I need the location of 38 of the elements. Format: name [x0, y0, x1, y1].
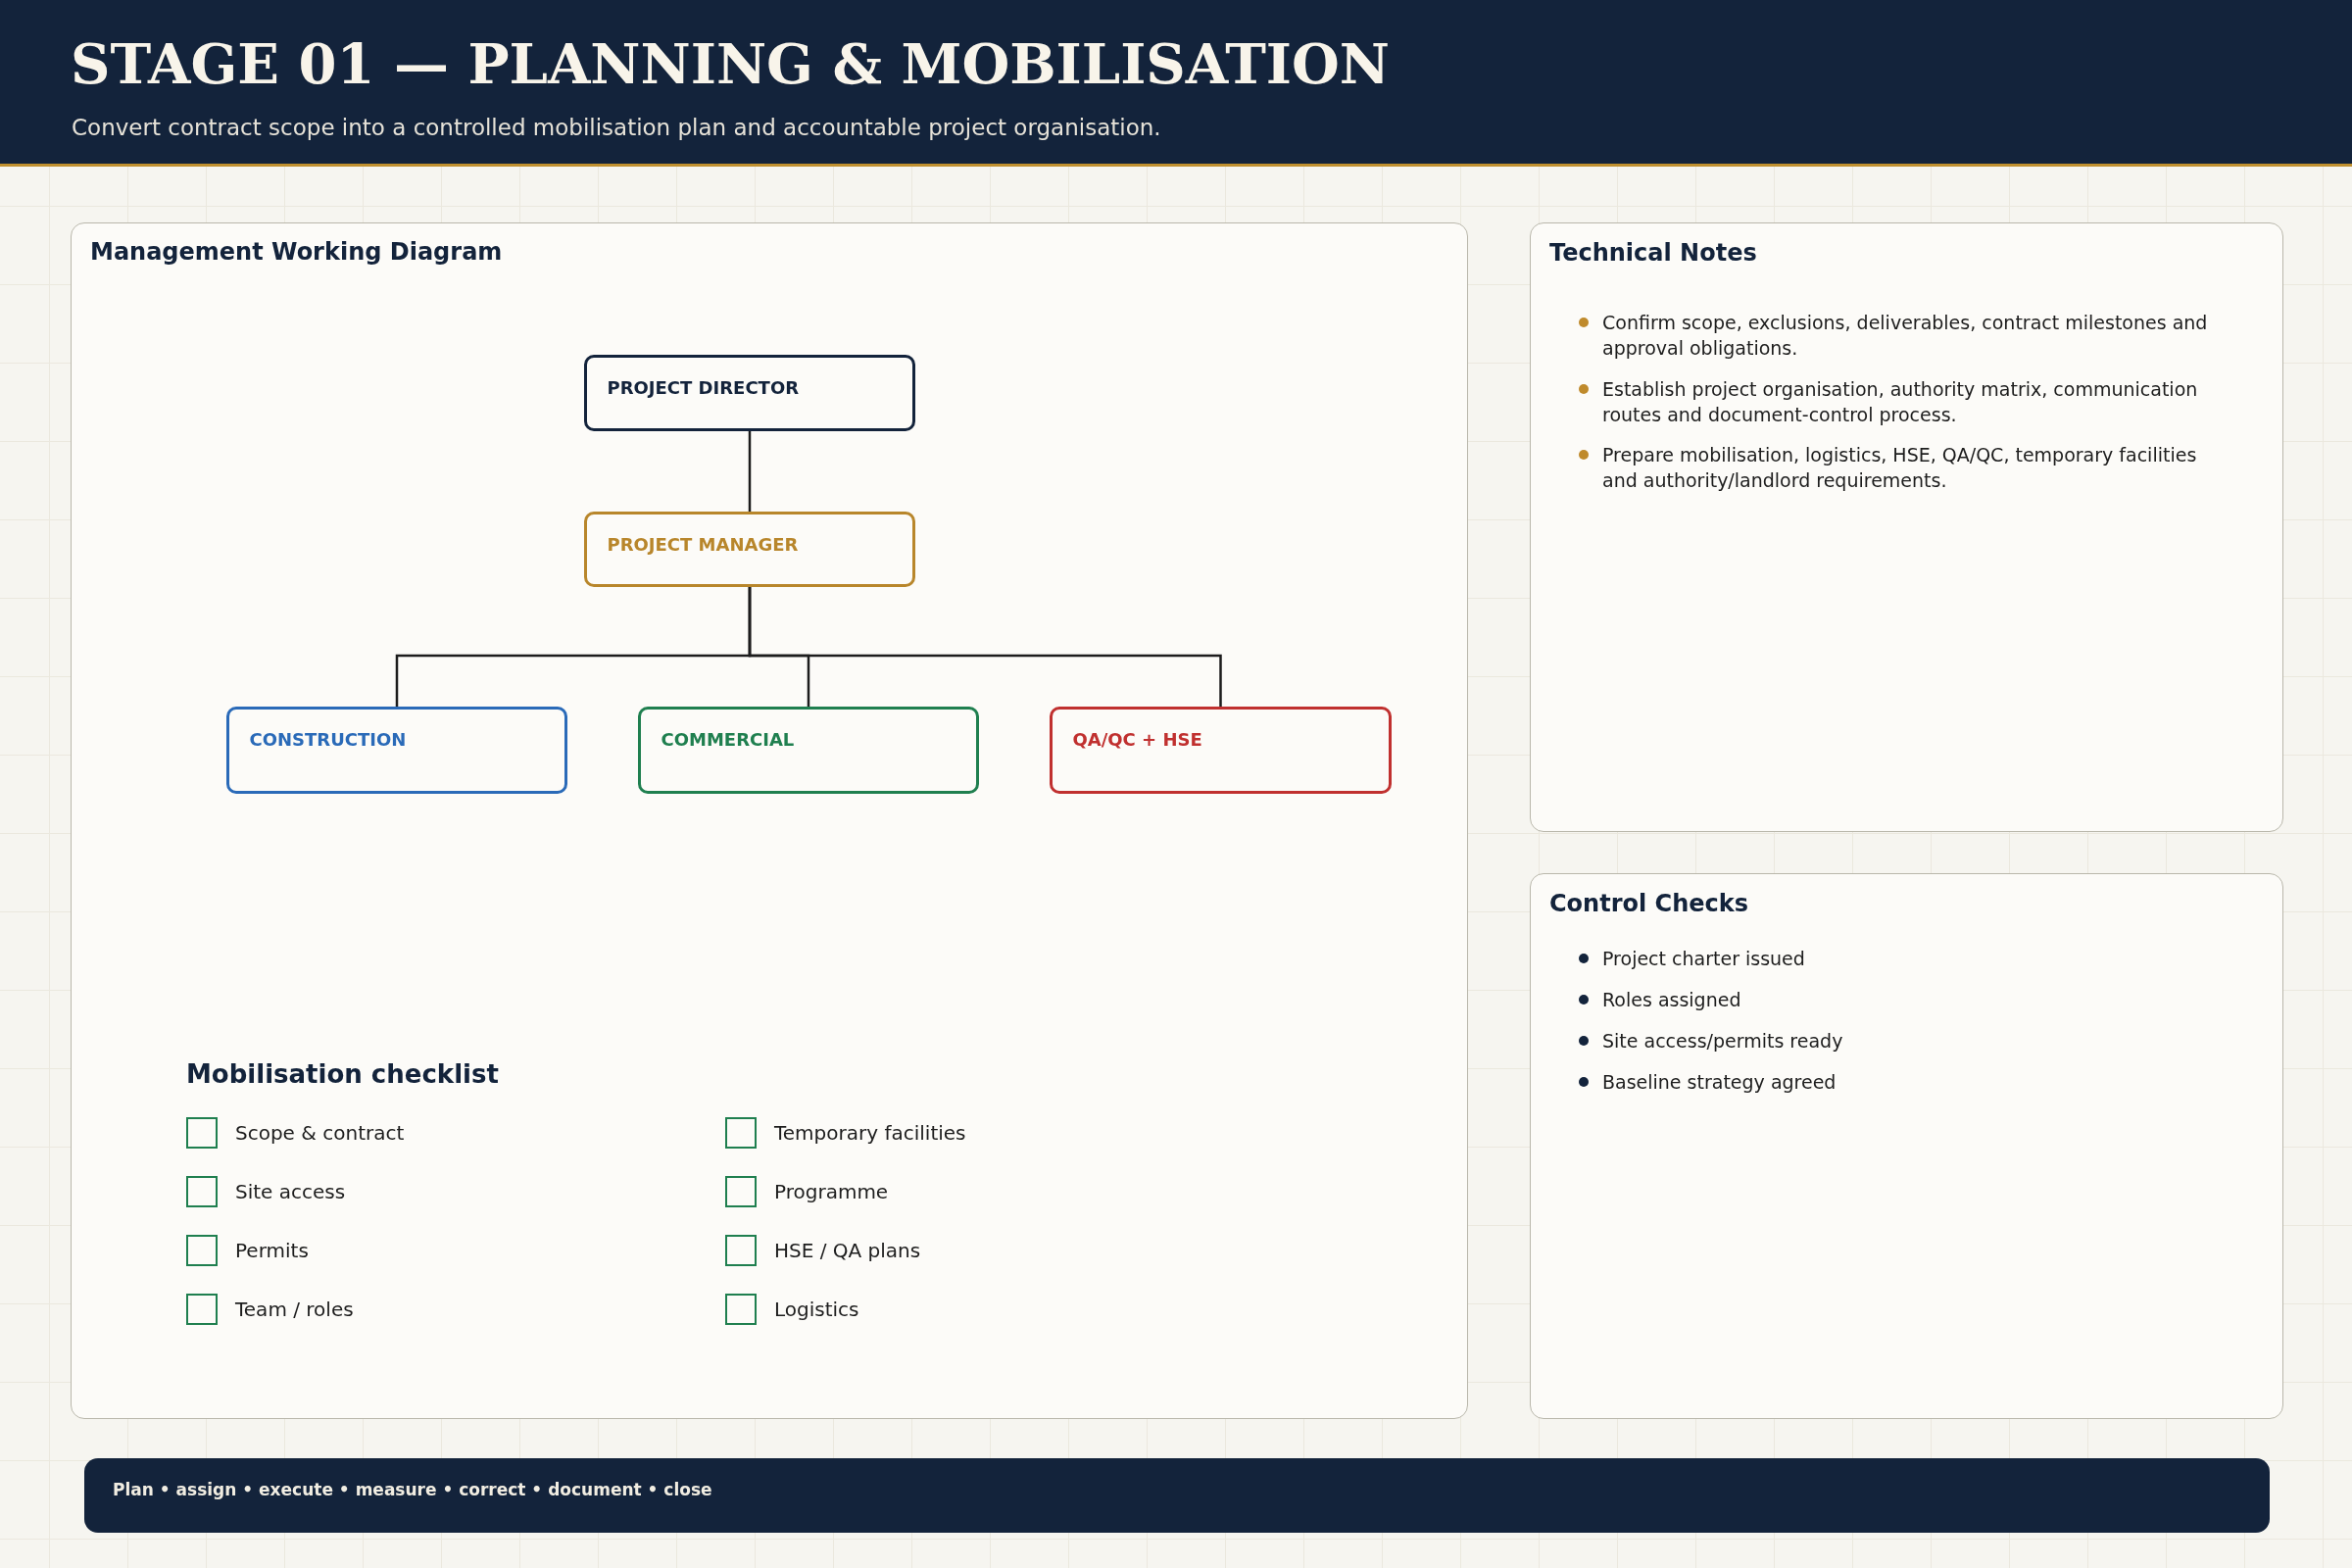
- note-text: Establish project organisation, authority matrix, communication routes and document-control process.: [1602, 376, 2199, 427]
- page-title: STAGE 01 — PLANNING & MOBILISATION: [71, 31, 1391, 96]
- connector-line: [748, 431, 752, 512]
- checklist-item: Scope & contract: [235, 1121, 405, 1145]
- role-title: PROJECT DIRECTOR: [607, 376, 800, 399]
- checklist-item: Programme: [774, 1180, 889, 1203]
- panel: [71, 222, 1468, 1419]
- role-box: [225, 706, 567, 794]
- role-title: QA/QC + HSE: [1072, 728, 1202, 751]
- note-text: Site access/permits ready: [1602, 1029, 1844, 1054]
- role-box: [583, 354, 915, 431]
- checklist-item: Logistics: [774, 1298, 859, 1321]
- checklist-item: Site access: [235, 1180, 346, 1203]
- footer-bar: [84, 1458, 2270, 1533]
- note-text: Baseline strategy agreed: [1602, 1070, 1838, 1095]
- panel-heading: Management Working Diagram: [90, 238, 503, 266]
- panel: [1530, 873, 2283, 1419]
- note-text: Roles assigned: [1602, 988, 1742, 1012]
- role-box: [1049, 706, 1392, 794]
- role-title: CONSTRUCTION: [249, 728, 407, 751]
- connector-line: [748, 587, 1222, 707]
- checklist-item: Temporary facilities: [774, 1121, 966, 1145]
- panel-heading: Technical Notes: [1549, 239, 1757, 267]
- panel: [1530, 222, 2283, 832]
- note-text: Confirm scope, exclusions, deliverables, contract milestones and approval obligations.: [1602, 311, 2209, 361]
- subtitle: Convert contract scope into a controlled mobilisation plan and accountable project organisation.: [72, 114, 1161, 141]
- note-text: Project charter issued: [1602, 947, 1806, 971]
- checklist-item: Team / roles: [235, 1298, 354, 1321]
- role-title: PROJECT MANAGER: [607, 533, 799, 556]
- panel-heading: Control Checks: [1549, 890, 1748, 917]
- checklist-heading: Mobilisation checklist: [186, 1059, 499, 1089]
- footer-text: Plan • assign • execute • measure • correct • document • close: [113, 1480, 712, 1499]
- checklist-item: HSE / QA plans: [774, 1239, 921, 1262]
- role-box: [583, 511, 915, 587]
- note-text: Prepare mobilisation, logistics, HSE, QA/QC, temporary facilities and authority/landlord requirements.: [1602, 443, 2198, 493]
- checklist-item: Permits: [235, 1239, 309, 1262]
- role-box: [637, 706, 979, 794]
- role-title: COMMERCIAL: [661, 728, 795, 751]
